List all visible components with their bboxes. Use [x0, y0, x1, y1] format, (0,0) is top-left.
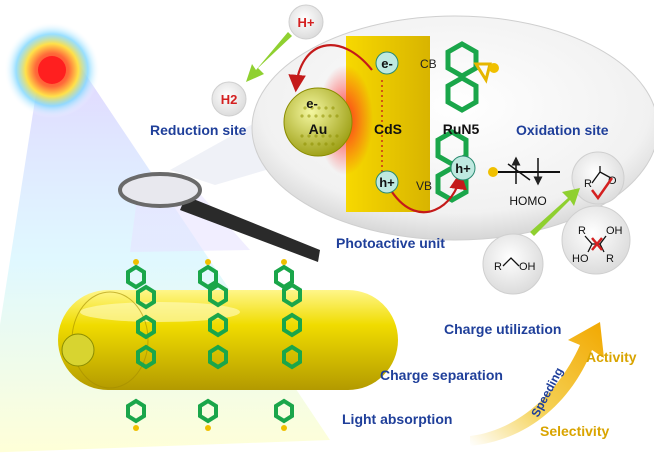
diol-oh-top: OH	[606, 225, 623, 237]
hydrogen-bubble	[211, 81, 247, 117]
electron-cb-label: e-	[381, 56, 393, 71]
light-source-core	[38, 56, 66, 84]
hole-path-arrow	[391, 171, 467, 214]
hole-run5-bubble	[450, 155, 476, 181]
reduction-arrow	[246, 32, 292, 82]
hole-vb-bubble	[375, 170, 399, 194]
aldehyde-bubble	[571, 151, 625, 205]
run5-sulfur-top	[489, 63, 499, 73]
aldehyde-r: R	[584, 178, 592, 190]
electron-cb-bubble	[375, 51, 399, 75]
oxidation-site-label: Oxidation site	[516, 122, 609, 138]
photoactive-unit-label: Photoactive unit	[336, 235, 445, 251]
diol-r-top: R	[578, 225, 586, 237]
proton-label: H+	[298, 15, 315, 30]
diol-bubble	[561, 205, 631, 275]
electron-au-label: e-	[306, 96, 318, 111]
run5-label: RuN5	[443, 121, 480, 137]
charge-utilization-label: Charge utilization	[444, 321, 561, 337]
cds-label: CdS	[374, 121, 402, 137]
proton-bubble	[288, 4, 324, 40]
rod-sulfur-dots	[133, 259, 287, 431]
hole-transfer-dot	[488, 167, 498, 177]
selectivity-label: Selectivity	[540, 423, 609, 439]
au-lattice-dots	[300, 106, 339, 146]
rod-ligands	[126, 264, 302, 424]
vb-label: VB	[416, 179, 432, 193]
nanorod-highlight	[80, 302, 240, 322]
homo-label: HOMO	[509, 194, 546, 208]
activity-label: Activity	[586, 349, 637, 365]
reduction-site-label: Reduction site	[150, 122, 247, 138]
hydrogen-label: H2	[221, 92, 238, 107]
magnifier-handle	[180, 196, 320, 262]
cb-label: CB	[420, 57, 437, 71]
diol-r-bottom: R	[606, 253, 614, 265]
homo-cross	[507, 163, 531, 181]
au-nanoparticle	[283, 87, 353, 157]
charge-separation-label: Charge separation	[380, 367, 503, 383]
alcohol-bonds	[502, 257, 520, 267]
electron-path-arrow	[288, 44, 373, 93]
light-absorption-label: Light absorption	[342, 411, 452, 427]
check-mark-icon	[591, 177, 614, 201]
aldehyde-o: O	[608, 175, 617, 187]
alcohol-r: R	[494, 261, 502, 273]
hole-vb-label: h+	[379, 175, 395, 190]
oxidation-arrow	[530, 188, 580, 236]
cross-mark-icon	[591, 237, 603, 251]
speeding-arrow	[470, 322, 604, 446]
magnifier-lens	[118, 172, 202, 208]
au-label: Au	[309, 121, 328, 137]
aldehyde-bonds	[591, 166, 612, 184]
alcohol-oh: OH	[519, 261, 536, 273]
alcohol-bubble	[482, 233, 544, 295]
run5-ligand-top	[445, 41, 492, 113]
au-tip	[61, 333, 95, 367]
diol-ho-bottom: HO	[572, 253, 589, 265]
hole-run5-label: h+	[455, 161, 471, 176]
